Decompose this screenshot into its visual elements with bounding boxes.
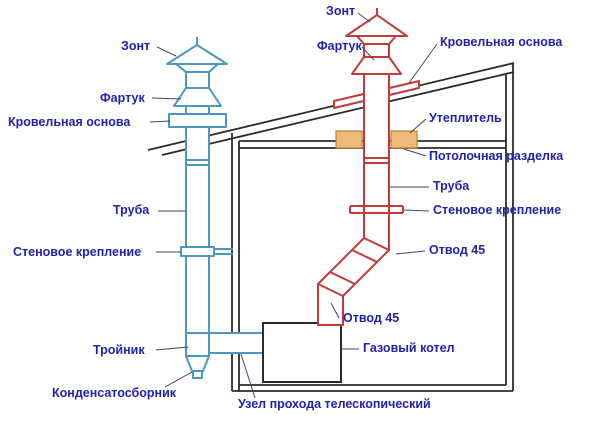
label-zont-red: Зонт	[326, 4, 356, 18]
blue-wall-mount	[180, 246, 233, 257]
label-gazovy-kotel: Газовый котел	[363, 341, 455, 355]
label-otvod-45-lower: Отвод 45	[343, 311, 400, 325]
red-wall-mount	[349, 205, 404, 214]
label-uzel-prokhoda: Узел прохода телескопический	[238, 397, 431, 411]
blue-apron	[173, 87, 222, 107]
label-fartuk-red: Фартук	[317, 39, 362, 53]
red-cap	[345, 14, 408, 37]
ceiling-insulation	[335, 130, 418, 149]
label-otvod-45-upper: Отвод 45	[429, 243, 486, 257]
label-stenovoe-blue: Стеновое крепление	[13, 245, 142, 259]
condensate-collector	[185, 355, 210, 372]
blue-tee-branch	[208, 332, 265, 354]
label-fartuk-blue: Фартук	[100, 91, 145, 105]
label-potolochnaya-razdelka: Потолочная разделка	[429, 149, 564, 163]
label-krov-osnova-blue: Кровельная основа	[8, 115, 131, 129]
label-truba-red: Труба	[433, 179, 470, 193]
label-kondensatosbornik: Конденсатосборник	[52, 386, 177, 400]
blue-roof-base	[168, 113, 227, 128]
label-krov-osnova-red: Кровельная основа	[440, 35, 563, 49]
gas-boiler	[262, 322, 342, 383]
red-apron	[351, 56, 402, 75]
blue-chimney	[166, 37, 265, 379]
blue-cap	[166, 44, 228, 65]
label-uteplitel: Утеплитель	[429, 111, 502, 125]
red-chimney	[317, 8, 408, 326]
red-flue	[317, 43, 390, 326]
label-stenovoe-red: Стеновое крепление	[433, 203, 562, 217]
label-zont-blue: Зонт	[121, 39, 151, 53]
label-truba-blue: Труба	[113, 203, 150, 217]
leader-lines	[149, 12, 438, 399]
label-troinik: Тройник	[93, 343, 145, 357]
